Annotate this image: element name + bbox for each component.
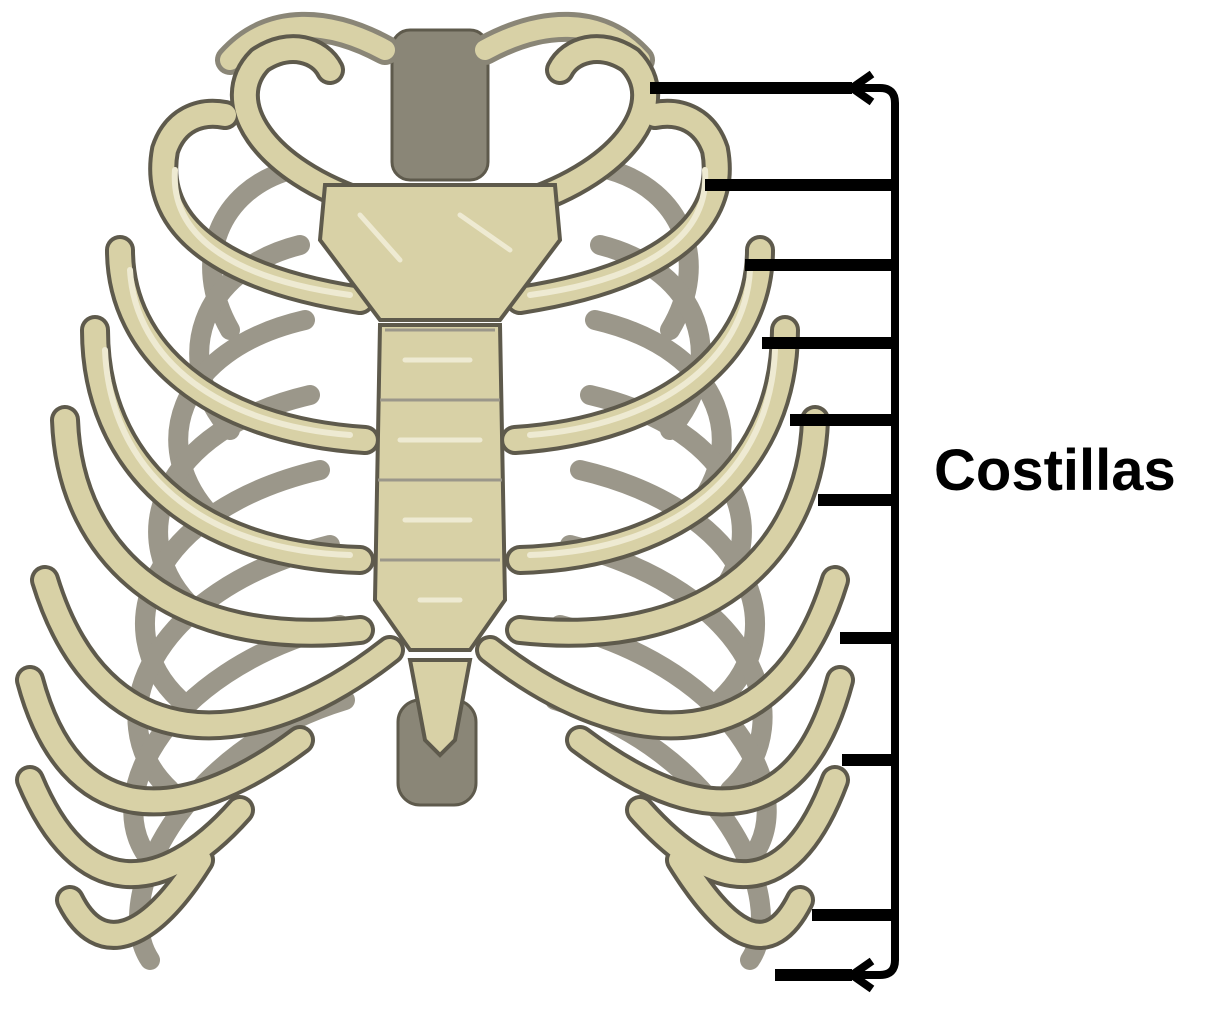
bracket-vertical-line — [855, 88, 895, 975]
rib-cage-illustration — [30, 27, 840, 960]
ribs-label: Costillas — [934, 436, 1176, 506]
